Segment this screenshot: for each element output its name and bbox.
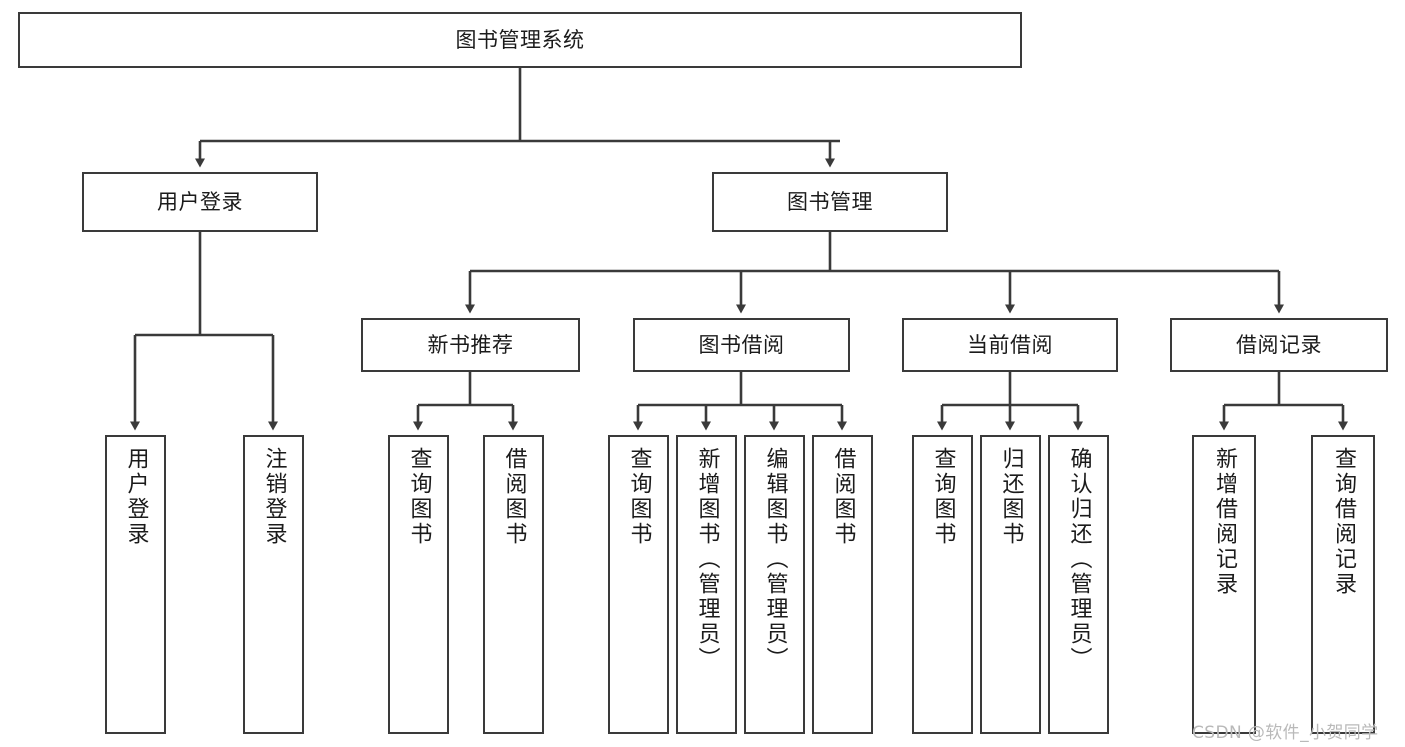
leaf-borrow-book-newbook[interactable]: 借阅图书 [483,435,544,734]
node-borrow-record-label: 借阅记录 [1236,332,1322,357]
leaf-borrow-book-label: 借阅图书 [830,447,856,547]
leaf-query-borrow-record-label: 查询借阅记录 [1331,447,1356,597]
leaf-query-borrow-record[interactable]: 查询借阅记录 [1311,435,1375,734]
csdn-watermark: CSDN @软件_小贺同学 [1192,723,1379,743]
leaf-return-book-label: 归还图书 [998,447,1024,547]
leaf-add-book-admin[interactable]: 新增图书（管理员） [676,435,737,734]
leaf-query-book-borrow[interactable]: 查询图书 [608,435,669,734]
leaf-logout-label: 注销登录 [261,447,287,547]
node-book-borrow[interactable]: 图书借阅 [633,318,850,372]
leaf-add-borrow-record[interactable]: 新增借阅记录 [1192,435,1256,734]
node-current-borrow-label: 当前借阅 [967,332,1053,357]
leaf-borrow-book[interactable]: 借阅图书 [812,435,873,734]
node-book-borrow-label: 图书借阅 [698,332,785,357]
leaf-edit-book-admin-label: 编辑图书（管理员） [762,447,788,672]
node-book-management[interactable]: 图书管理 [712,172,948,232]
leaf-borrow-book-newbook-label: 借阅图书 [501,447,527,547]
leaf-query-book-borrow-label: 查询图书 [626,447,652,547]
node-new-book-recommend-label: 新书推荐 [427,332,514,357]
leaf-query-book-newbook-label: 查询图书 [406,447,432,547]
leaf-query-book-newbook[interactable]: 查询图书 [388,435,449,734]
node-root[interactable]: 图书管理系统 [18,12,1022,68]
node-borrow-record[interactable]: 借阅记录 [1170,318,1388,372]
node-user-login[interactable]: 用户登录 [82,172,318,232]
leaf-user-login[interactable]: 用户登录 [105,435,166,734]
leaf-add-book-admin-label: 新增图书（管理员） [694,447,720,672]
leaf-user-login-label: 用户登录 [123,447,149,547]
node-current-borrow[interactable]: 当前借阅 [902,318,1118,372]
node-book-management-label: 图书管理 [787,189,873,214]
node-root-label: 图书管理系统 [455,27,585,52]
node-user-login-label: 用户登录 [157,189,243,214]
leaf-return-book[interactable]: 归还图书 [980,435,1041,734]
leaf-confirm-return-admin[interactable]: 确认归还（管理员） [1048,435,1109,734]
leaf-query-book-current[interactable]: 查询图书 [912,435,973,734]
leaf-query-book-current-label: 查询图书 [930,447,956,547]
leaf-logout[interactable]: 注销登录 [243,435,304,734]
leaf-confirm-return-admin-label: 确认归还（管理员） [1066,447,1092,672]
leaf-add-borrow-record-label: 新增借阅记录 [1212,447,1237,597]
node-new-book-recommend[interactable]: 新书推荐 [361,318,580,372]
leaf-edit-book-admin[interactable]: 编辑图书（管理员） [744,435,805,734]
